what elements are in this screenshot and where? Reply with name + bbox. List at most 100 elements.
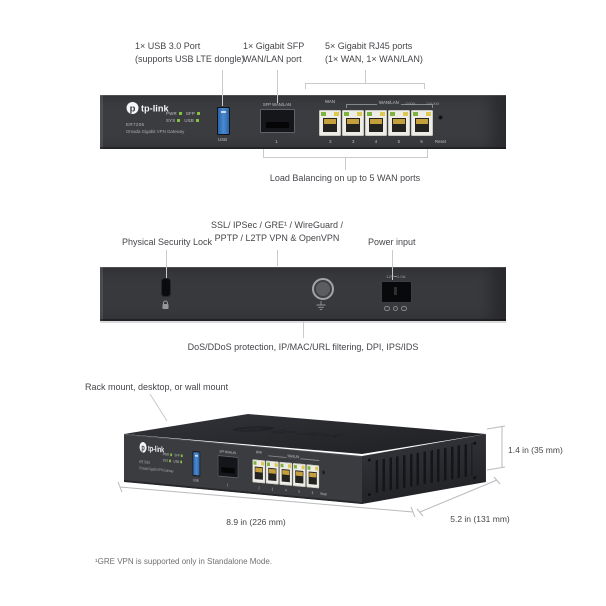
- lock-icon: [162, 300, 169, 309]
- led-row-2: SYS USB: [166, 118, 204, 123]
- dimension-depth-label: 5.2 in (131 mm): [450, 514, 510, 524]
- rj45-port: [292, 462, 306, 488]
- usb-port-label: USB: [217, 136, 228, 142]
- callout-line-vpn: [277, 250, 278, 266]
- led-indicator-icon: [180, 454, 183, 457]
- rj45-port-row: [252, 459, 320, 489]
- dimension-height-label: 1.4 in (35 mm): [508, 445, 563, 455]
- rj45-port: [411, 110, 433, 136]
- led-usb-indicator-icon: [196, 119, 200, 122]
- reset-pinhole: [439, 116, 442, 119]
- annotation-usb-line1: 1× USB 3.0 Port: [135, 41, 201, 51]
- led-pwr-indicator-icon: [178, 112, 182, 115]
- tp-link-watermark-icon: p tp-link: [232, 426, 356, 439]
- callout-line-usb: [222, 70, 223, 106]
- model-description: Omada Gigabit VPN Gateway: [126, 128, 185, 134]
- speed-legend-10-100m: 10/100M: [426, 101, 440, 106]
- footnote: ¹GRE VPN is supported only in Standalone…: [95, 557, 272, 566]
- front-panel-faceplate: p tp-link PWR SFP SYS USB ER7206 Omada G…: [100, 95, 506, 149]
- annotation-rj45-line1: 5× Gigabit RJ45 ports: [325, 41, 413, 51]
- tp-link-logo-p: p: [130, 103, 136, 114]
- callout-bracket-rj45-right-tick: [424, 83, 425, 89]
- model-label: ER7206: [139, 458, 151, 465]
- lb-bracket-left-tick: [263, 149, 264, 157]
- annotation-usb: 1× USB 3.0 Port (supports USB LTE dongle…: [135, 40, 244, 66]
- rj45-port: [306, 464, 320, 489]
- kensington-slot: [162, 279, 170, 296]
- rj45-port: [252, 459, 266, 484]
- rj45-port: [319, 110, 341, 136]
- lb-bracket-right-tick: [427, 149, 428, 157]
- port-number: 4: [374, 138, 378, 144]
- iso-front-faceplate: p tp-link PWR SFP SYS USB ER7206 Omada G…: [124, 434, 362, 504]
- annotation-sfp-line2: WAN/LAN port: [243, 54, 302, 64]
- annotation-usb-line2: (supports USB LTE dongle): [135, 54, 245, 64]
- annotation-power: Power input: [368, 237, 416, 247]
- annotation-mount: Rack mount, desktop, or wall mount: [85, 382, 229, 392]
- rj45-port: [388, 110, 410, 136]
- annotation-sfp-line1: 1× Gigabit SFP: [243, 41, 305, 51]
- callout-line-power: [392, 250, 393, 280]
- lb-bracket-center-tick: [345, 157, 346, 170]
- led-sys-label: SYS: [166, 118, 176, 123]
- led-indicator-icon: [170, 453, 172, 456]
- sfp-cage: [260, 109, 295, 133]
- tp-link-logo-text: tp-link: [141, 104, 169, 114]
- iso-front-face: p tp-link PWR SFP SYS USB ER7206 Omada G…: [124, 434, 363, 505]
- svg-text:p: p: [141, 443, 145, 453]
- ground-icon: [316, 301, 326, 311]
- screw-icon: [367, 458, 371, 462]
- usb-port: [217, 107, 230, 135]
- led-pwr-label: PWR: [166, 111, 177, 116]
- vent-grille: [375, 443, 473, 493]
- led-sfp-indicator-icon: [196, 112, 200, 115]
- led-indicator-icon: [169, 459, 172, 463]
- port-number: 6: [420, 138, 423, 144]
- led-sfp-label: SFP: [185, 111, 195, 116]
- wanlan-bracket-left-tick: [346, 104, 347, 108]
- iso-top-face: p tp-link: [124, 414, 487, 455]
- tp-link-logo-icon: p tp-link: [139, 441, 164, 455]
- port-number: 2: [329, 138, 332, 144]
- svg-text:tp-link: tp-link: [148, 445, 164, 455]
- led-block: PWR SFP SYS USB: [166, 111, 204, 123]
- wan-label: WAN: [324, 98, 336, 104]
- annotation-vpn-line1: SSL/ IPSec / GRE¹ / WireGuard /: [210, 220, 344, 230]
- wanlan-bracket-right-tick: [432, 104, 433, 108]
- callout-line-lock: [166, 250, 167, 278]
- reset-pinhole: [322, 471, 325, 474]
- annotation-rj45: 5× Gigabit RJ45 ports (1× WAN, 1× WAN/LA…: [325, 40, 423, 66]
- callout-line-rj45-center: [365, 70, 366, 83]
- led-usb-label: USB: [184, 118, 195, 123]
- speed-legend-1000m: 1000M: [405, 101, 416, 106]
- led-sys-indicator-icon: [177, 119, 181, 122]
- sfp-port-label: SFP WAN/LAN: [262, 102, 292, 107]
- rj45-port: [342, 110, 364, 136]
- callout-bracket-rj45: [305, 83, 425, 84]
- svg-text:p: p: [234, 426, 274, 431]
- led-indicator-icon: [180, 460, 183, 464]
- wanlan-label: WAN/LAN: [377, 100, 401, 105]
- ground-screw: [312, 278, 334, 300]
- rj45-port: [365, 110, 387, 136]
- annotation-vpn: SSL/ IPSec / GRE¹ / WireGuard / PPTP / L…: [197, 219, 357, 245]
- port-number: 5: [397, 138, 401, 144]
- port-number-row: 2 3 4 5 6: [319, 139, 433, 144]
- annotation-lock: Physical Security Lock: [122, 237, 213, 247]
- load-balancing-caption: Load Balancing on up to 5 WAN ports: [269, 173, 421, 183]
- rear-panel: 12V⎓1.0A: [100, 267, 506, 321]
- sfp-port-number: 1: [275, 138, 278, 144]
- port-number: 3: [351, 138, 355, 144]
- sfp-cage: [217, 455, 239, 479]
- annotation-vpn-line2: PPTP / L2TP VPN & OpenVPN: [214, 233, 340, 243]
- polarity-icon: [384, 305, 407, 311]
- dimension-width-label: 8.9 in (226 mm): [226, 517, 286, 527]
- security-features-caption: DoS/DDoS protection, IP/MAC/URL filterin…: [187, 342, 419, 352]
- tp-link-logo-icon: p tp-link: [126, 102, 169, 114]
- rj45-port: [265, 460, 279, 485]
- power-rating-label: 12V⎓1.0A: [386, 275, 406, 279]
- reset-label: Reset: [435, 138, 446, 144]
- callout-line-features: [303, 321, 304, 338]
- callout-line-sfp: [277, 70, 278, 103]
